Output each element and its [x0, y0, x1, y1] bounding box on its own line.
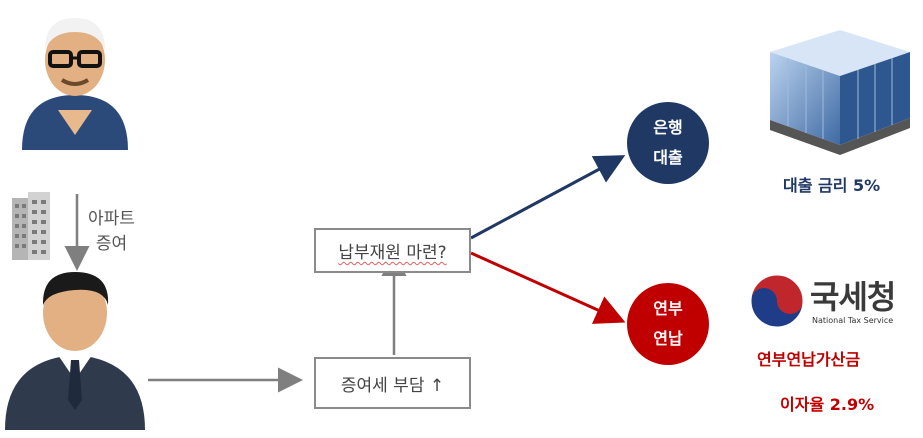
funding-question-text: 납부재원 마련? [338, 243, 447, 263]
installment-line2: 연납 [653, 329, 683, 348]
nts-logo-icon [750, 274, 804, 328]
nts-logo-korean: 국세청 [810, 278, 896, 316]
apartment-gift-label-line1: 아파트 [88, 209, 135, 229]
bank-loan-line2: 대출 [653, 148, 683, 167]
gift-tax-burden-text: 증여세 부담 ↑ [340, 375, 445, 396]
gift-tax-burden-box: 증여세 부담 ↑ [314, 357, 471, 409]
elderly-man-icon [22, 18, 128, 150]
bank-loan-line1: 은행 [653, 117, 683, 137]
installment-rate-label: 이자율 2.9% [780, 395, 875, 414]
funding-question-box: 납부재원 마련? [314, 228, 471, 273]
bank-loan-circle: 은행 대출 [627, 102, 709, 184]
son-icon [5, 272, 145, 430]
question-to-installment-arrow [470, 251, 626, 324]
loan-rate-label: 대출 금리 5% [783, 176, 881, 195]
apartment-icon [12, 192, 50, 260]
bank-building-icon [770, 30, 910, 155]
nts-logo-english: National Tax Service [812, 316, 894, 325]
installment-payment-circle: 연부 연납 [627, 283, 709, 365]
installment-line1: 연부 [653, 298, 683, 318]
apartment-gift-label-line2: 증여 [95, 234, 128, 254]
installment-surcharge-label: 연부연납가산금 [757, 350, 861, 369]
question-to-bank-arrow [470, 155, 626, 240]
apartment-gift-label: 아파트 증여 [88, 207, 135, 257]
